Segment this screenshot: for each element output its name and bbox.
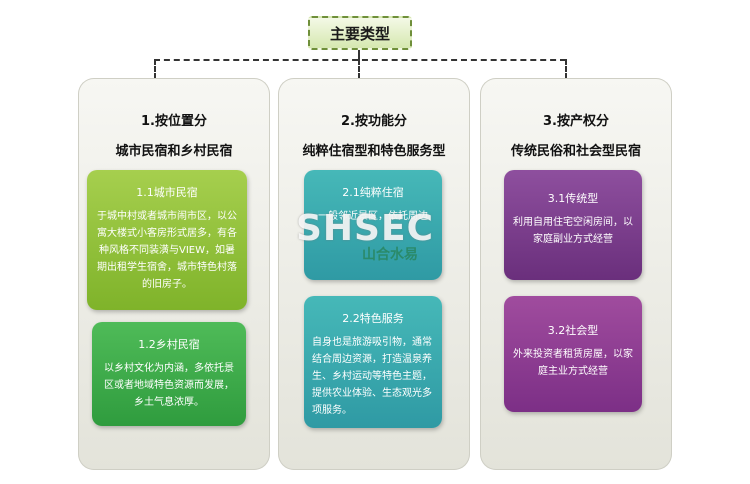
card-traditional: 3.1传统型 利用自用住宅空闲房间，以家庭副业方式经营 xyxy=(504,170,642,280)
card-city-homestay: 1.1城市民宿 于城中村或者城市闹市区，以公寓大楼式小客房形式居多，有各种风格不… xyxy=(87,170,247,310)
card-text: 一般邻近景区，依托周边 xyxy=(318,211,428,222)
card-title: 1.1城市民宿 xyxy=(136,186,198,199)
card-text: 以乡村文化为内涵，多依托景区或者地域特色资源而发展，乡土气息浓厚。 xyxy=(104,363,234,408)
panel-subheading: 纯粹住宿型和特色服务型 xyxy=(302,144,446,159)
connector-horizontal xyxy=(154,59,566,61)
card-featured-service: 2.2特色服务 自身也是旅游吸引物，通常结合周边资源，打造温泉养生、乡村运动等特… xyxy=(304,296,442,428)
card-text: 外来投资者租赁房屋，以家庭主业方式经营 xyxy=(513,349,633,377)
panel-subheading: 城市民宿和乡村民宿 xyxy=(115,144,233,159)
card-rural-homestay: 1.2乡村民宿 以乡村文化为内涵，多依托景区或者地域特色资源而发展，乡土气息浓厚… xyxy=(92,322,246,426)
panel-location: 1.按位置分 城市民宿和乡村民宿 1.1城市民宿 于城中村或者城市闹市区，以公寓… xyxy=(78,78,270,470)
card-text: 于城中村或者城市闹市区，以公寓大楼式小客房形式居多，有各种风格不同装潢与VIEW… xyxy=(97,211,237,290)
connector-root-down xyxy=(358,50,360,60)
card-text: 自身也是旅游吸引物，通常结合周边资源，打造温泉养生、乡村运动等特色主题，提供农业… xyxy=(312,337,432,416)
card-title: 1.2乡村民宿 xyxy=(138,338,200,351)
panel-ownership: 3.按产权分 传统民俗和社会型民宿 3.1传统型 利用自用住宅空闲房间，以家庭副… xyxy=(480,78,672,470)
panel-heading: 1.按位置分 xyxy=(141,114,207,129)
card-title: 3.1传统型 xyxy=(547,192,599,205)
connector-panel-3 xyxy=(565,59,567,79)
card-title: 2.1纯粹住宿 xyxy=(342,186,404,199)
card-pure-lodging: 2.1纯粹住宿 一般邻近景区，依托周边 xyxy=(304,170,442,280)
root-node: 主要类型 xyxy=(308,16,412,50)
panel-function: 2.按功能分 纯粹住宿型和特色服务型 2.1纯粹住宿 一般邻近景区，依托周边 2… xyxy=(278,78,470,470)
card-title: 2.2特色服务 xyxy=(342,312,404,325)
connector-panel-1 xyxy=(154,59,156,79)
panel-heading: 3.按产权分 xyxy=(543,114,609,129)
card-social: 3.2社会型 外来投资者租赁房屋，以家庭主业方式经营 xyxy=(504,296,642,412)
panel-heading: 2.按功能分 xyxy=(341,114,407,129)
connector-panel-2 xyxy=(358,59,360,79)
card-text: 利用自用住宅空闲房间，以家庭副业方式经营 xyxy=(513,217,633,245)
card-title: 3.2社会型 xyxy=(547,324,599,337)
panel-subheading: 传统民俗和社会型民宿 xyxy=(510,144,641,159)
root-label: 主要类型 xyxy=(329,24,390,43)
